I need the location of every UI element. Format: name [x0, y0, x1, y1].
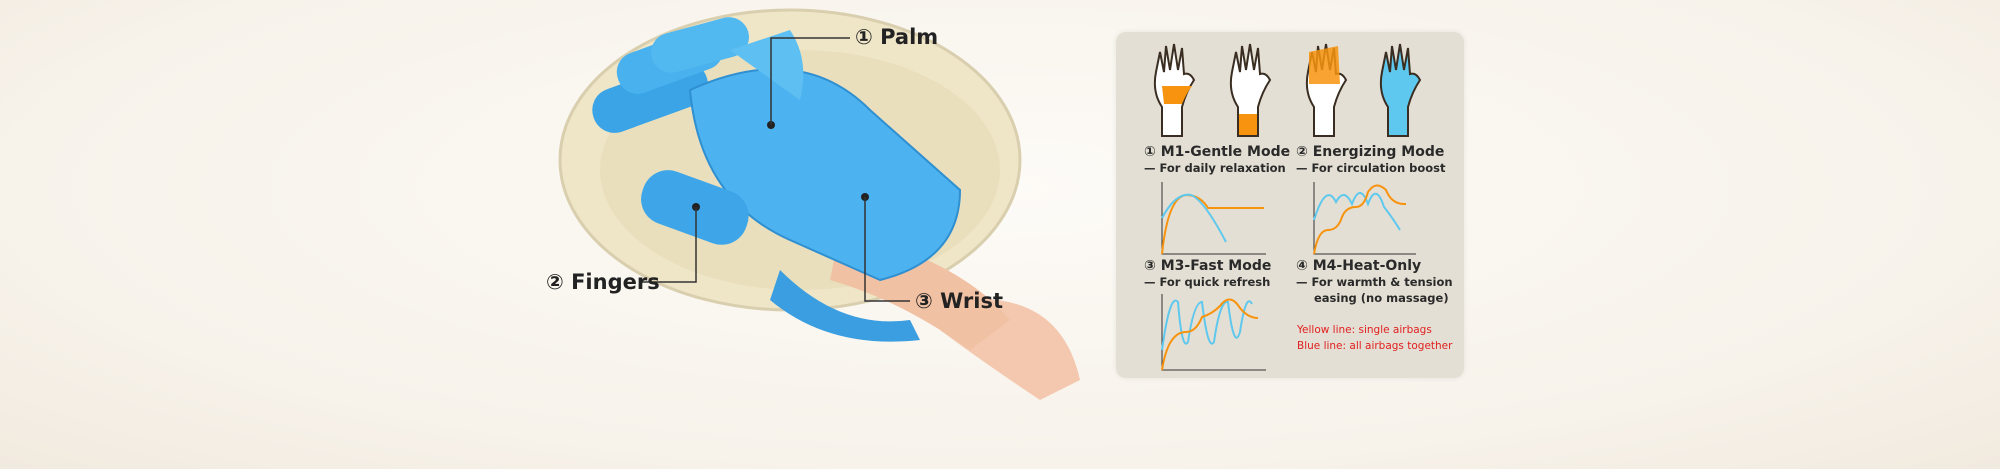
- hand-icon-energizing: [1229, 43, 1272, 137]
- wrist-label: ③ Wrist: [915, 289, 1003, 313]
- legend-yellow: Yellow line: single airbags: [1297, 324, 1432, 336]
- mode-subtitle: — For quick refresh: [1144, 275, 1271, 289]
- chart-gentle: [1161, 182, 1266, 255]
- legend-blue: Blue line: all airbags together: [1297, 340, 1453, 352]
- mode-energizing: ② Energizing Mode — For circulation boos…: [1296, 144, 1446, 176]
- chart-legend: Yellow line: single airbags Blue line: a…: [1297, 322, 1452, 354]
- hand-icon-heat: [1379, 43, 1422, 137]
- chart-fast: [1161, 294, 1266, 371]
- mode-title: ① M1-Gentle Mode: [1144, 144, 1291, 160]
- mode-subtitle: — For daily relaxation: [1144, 161, 1286, 175]
- mode-title: ② Energizing Mode: [1296, 144, 1445, 160]
- hand-mode-icons: [1153, 43, 1422, 371]
- mode-subtitle: — For warmth & tension: [1296, 275, 1453, 289]
- palm-label: ① Palm: [855, 25, 939, 49]
- mode-heat-only: ④ M4-Heat-Only — For warmth & tension ea…: [1296, 258, 1453, 306]
- chart-energizing: [1313, 182, 1416, 255]
- mode-gentle: ① M1-Gentle Mode — For daily relaxation: [1144, 144, 1290, 176]
- mode-subtitle-2: easing (no massage): [1314, 291, 1449, 305]
- massage-modes-panel: ① M1-Gentle Mode — For daily relaxation …: [1116, 32, 1464, 378]
- mode-title: ④ M4-Heat-Only: [1296, 258, 1422, 274]
- mode-subtitle: — For circulation boost: [1296, 161, 1446, 175]
- mode-title: ③ M3-Fast Mode: [1144, 258, 1272, 274]
- hand-icon-gentle: [1153, 43, 1196, 137]
- hand-icon-fast: [1305, 43, 1348, 137]
- fingers-label: ② Fingers: [546, 270, 660, 294]
- hand-massager-illustration: [540, 0, 1080, 400]
- mode-fast: ③ M3-Fast Mode — For quick refresh: [1144, 258, 1271, 290]
